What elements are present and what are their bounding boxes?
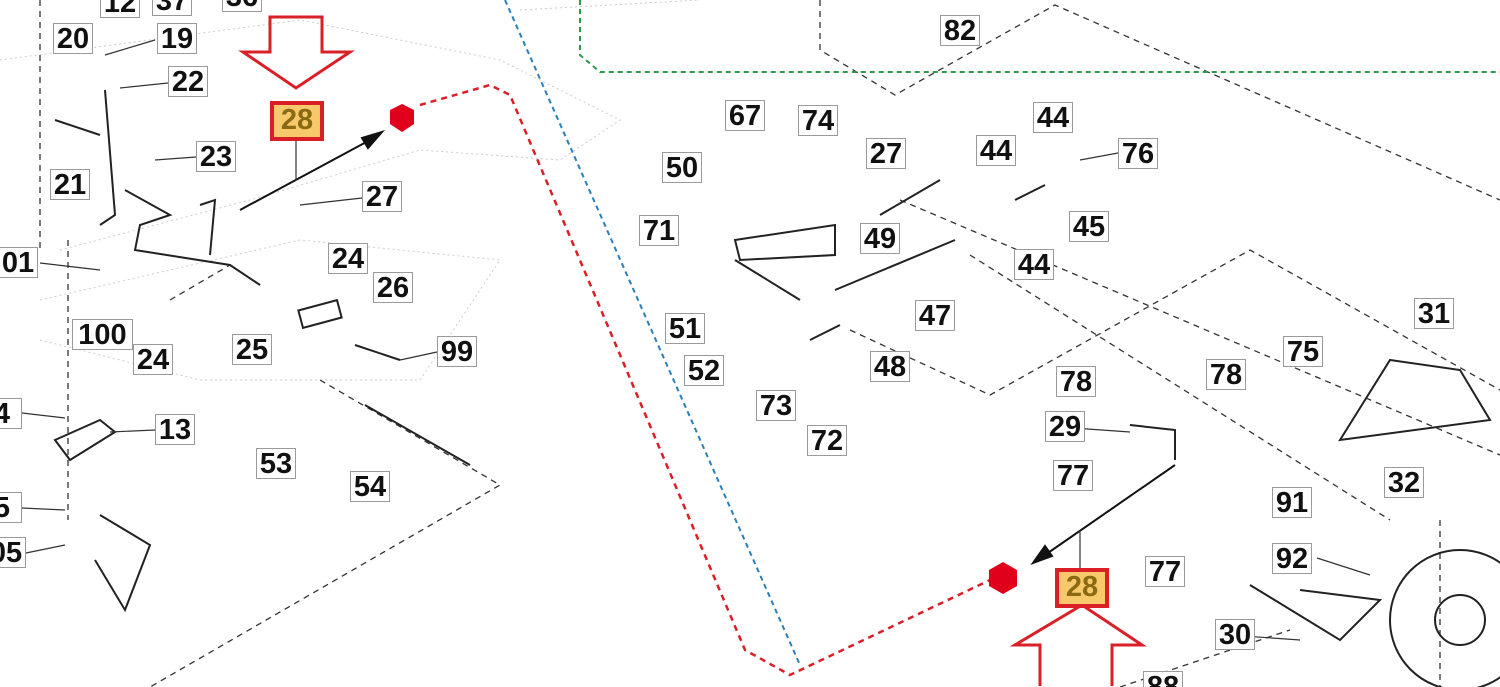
highlighted-part-label-28-top[interactable]: 28 xyxy=(270,101,324,141)
part-label-24[interactable]: 24 xyxy=(328,243,368,274)
part-label-100[interactable]: 100 xyxy=(72,319,133,350)
part-label-77[interactable]: 77 xyxy=(1053,460,1093,491)
red-path xyxy=(419,83,991,677)
part-label-21[interactable]: 21 xyxy=(50,169,90,200)
part-label-22[interactable]: 22 xyxy=(168,66,208,97)
highlighted-part-label-28-bottom[interactable]: 28 xyxy=(1055,568,1109,608)
part-label-52[interactable]: 52 xyxy=(684,355,724,386)
part-label-74[interactable]: 74 xyxy=(798,105,838,136)
part-label-44[interactable]: 44 xyxy=(1033,102,1073,133)
part-label-51[interactable]: 51 xyxy=(665,313,705,344)
part-label-25[interactable]: 25 xyxy=(232,334,272,365)
part-sketches xyxy=(53,89,1500,687)
connector-hexagon-bottom xyxy=(989,562,1017,594)
part-label-78[interactable]: 78 xyxy=(1056,366,1096,397)
part-label-4[interactable]: 4 xyxy=(0,398,22,429)
part-label-75[interactable]: 75 xyxy=(1283,336,1323,367)
part-label-73[interactable]: 73 xyxy=(756,390,796,421)
cable-arrows xyxy=(239,130,1176,566)
part-label-01[interactable]: 01 xyxy=(0,247,38,278)
part-label-88[interactable]: 88 xyxy=(1143,671,1183,687)
part-label-99[interactable]: 99 xyxy=(437,336,477,367)
part-label-91[interactable]: 91 xyxy=(1272,487,1312,518)
part-label-77[interactable]: 77 xyxy=(1145,556,1185,587)
up-arrow-icon xyxy=(1009,603,1147,686)
green-path xyxy=(579,0,1500,73)
part-label-78[interactable]: 78 xyxy=(1206,359,1246,390)
down-arrow-icon xyxy=(238,15,355,90)
part-label-5[interactable]: 5 xyxy=(0,492,22,523)
part-label-29[interactable]: 29 xyxy=(1045,411,1085,442)
part-label-76[interactable]: 76 xyxy=(1118,138,1158,169)
part-label-31[interactable]: 31 xyxy=(1414,298,1454,329)
part-label-20[interactable]: 20 xyxy=(53,23,93,54)
part-label-72[interactable]: 72 xyxy=(807,425,847,456)
part-label-26[interactable]: 26 xyxy=(373,272,413,303)
part-label-48[interactable]: 48 xyxy=(870,351,910,382)
part-label-47[interactable]: 47 xyxy=(915,300,955,331)
part-label-36[interactable]: 36 xyxy=(222,0,262,12)
part-label-32[interactable]: 32 xyxy=(1384,467,1424,498)
part-label-23[interactable]: 23 xyxy=(196,141,236,172)
leader-lines xyxy=(21,39,1371,641)
black-group-dashes xyxy=(39,0,1500,687)
part-label-13[interactable]: 13 xyxy=(155,414,195,445)
part-label-54[interactable]: 54 xyxy=(350,471,390,502)
part-label-27[interactable]: 27 xyxy=(362,181,402,212)
part-label-05[interactable]: 05 xyxy=(0,537,26,568)
part-label-53[interactable]: 53 xyxy=(256,448,296,479)
part-label-50[interactable]: 50 xyxy=(662,152,702,183)
part-label-24[interactable]: 24 xyxy=(133,344,173,375)
part-label-67[interactable]: 67 xyxy=(725,100,765,131)
part-label-92[interactable]: 92 xyxy=(1272,543,1312,574)
background-frame-sketch xyxy=(0,0,701,381)
part-label-44[interactable]: 44 xyxy=(1014,249,1054,280)
part-label-30[interactable]: 30 xyxy=(1215,619,1255,650)
part-label-45[interactable]: 45 xyxy=(1069,211,1109,242)
blue-path xyxy=(504,0,801,666)
part-label-82[interactable]: 82 xyxy=(940,15,980,46)
part-label-37[interactable]: 37 xyxy=(152,0,192,16)
part-label-27[interactable]: 27 xyxy=(866,138,906,169)
connector-hexagon-top xyxy=(390,104,414,132)
part-label-71[interactable]: 71 xyxy=(639,215,679,246)
part-label-19[interactable]: 19 xyxy=(157,23,197,54)
part-label-12[interactable]: 12 xyxy=(100,0,140,18)
part-label-44[interactable]: 44 xyxy=(976,135,1016,166)
part-label-49[interactable]: 49 xyxy=(860,223,900,254)
